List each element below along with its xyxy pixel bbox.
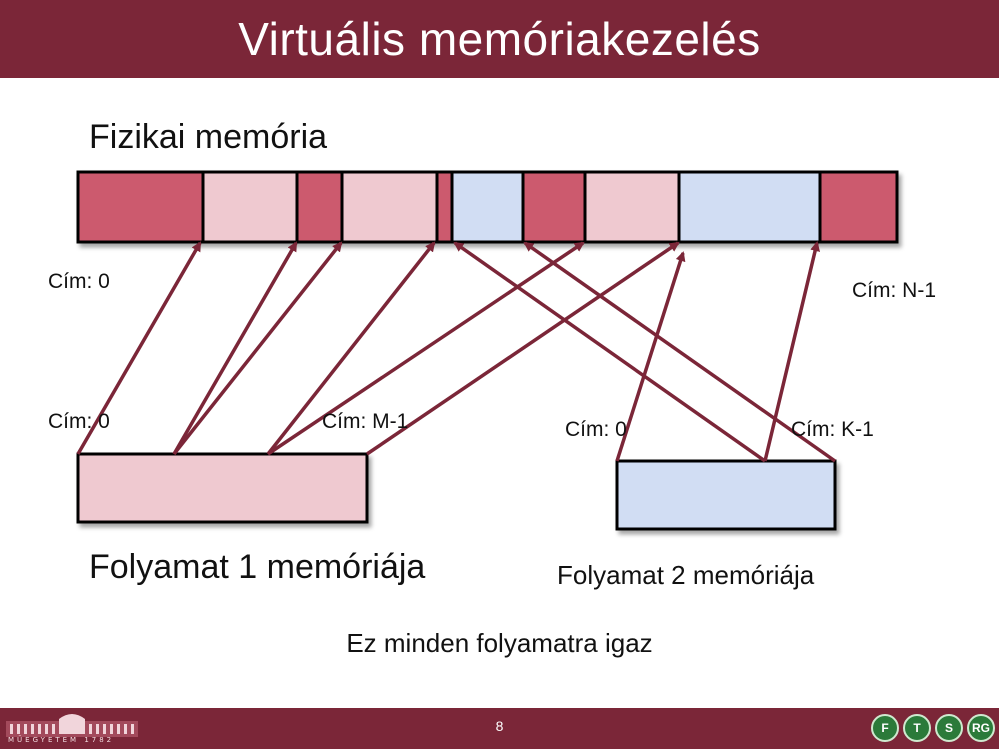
p1-end-address: Cím: M-1 bbox=[322, 410, 409, 433]
dept-logo-rg-icon: RG bbox=[967, 714, 995, 742]
mapping-arrow bbox=[523, 241, 837, 463]
mapping-arrows bbox=[76, 241, 837, 463]
dept-logo-t-icon: T bbox=[903, 714, 931, 742]
physical-block-free bbox=[435, 170, 454, 244]
p2-start-address: Cím: 0 bbox=[565, 418, 627, 441]
physical-block-free bbox=[521, 170, 587, 244]
page-number: 8 bbox=[495, 718, 504, 734]
physical-block-process2 bbox=[450, 170, 525, 244]
footer: MŰEGYETEM 1782 8 F T S RG bbox=[0, 708, 999, 749]
department-logos: F T S RG bbox=[871, 714, 995, 742]
dept-logo-f-icon: F bbox=[871, 714, 899, 742]
physical-block-free bbox=[295, 170, 344, 244]
slide-title: Virtuális memóriakezelés bbox=[238, 13, 761, 65]
mapping-arrow bbox=[76, 241, 202, 455]
mapping-arrow bbox=[763, 241, 821, 462]
phys-start-address: Cím: 0 bbox=[48, 270, 110, 293]
physical-block-process2 bbox=[677, 170, 822, 244]
physical-memory-label: Fizikai memória bbox=[89, 118, 328, 156]
mapping-arrow bbox=[267, 241, 585, 456]
mapping-arrow bbox=[266, 241, 436, 456]
physical-memory-bar bbox=[76, 170, 899, 244]
physical-block-process1 bbox=[583, 170, 681, 244]
mapping-arrow bbox=[366, 241, 680, 456]
mapping-arrow bbox=[172, 241, 298, 455]
p1-start-address: Cím: 0 bbox=[48, 410, 110, 433]
process1-label: Folyamat 1 memóriája bbox=[89, 548, 426, 586]
mapping-arrow bbox=[172, 241, 343, 456]
title-bar: Virtuális memóriakezelés bbox=[0, 0, 999, 78]
physical-block-free bbox=[76, 170, 205, 244]
university-text: MŰEGYETEM 1782 bbox=[8, 736, 115, 744]
university-building-icon bbox=[6, 714, 138, 737]
process1-memory-block bbox=[76, 452, 369, 524]
process2-label: Folyamat 2 memóriája bbox=[557, 560, 815, 590]
mapping-arrow bbox=[615, 251, 686, 462]
caption: Ez minden folyamatra igaz bbox=[346, 628, 653, 658]
p2-end-address: Cím: K-1 bbox=[791, 418, 874, 441]
mapping-arrow bbox=[453, 241, 767, 463]
physical-block-free bbox=[818, 170, 899, 244]
physical-block-process1 bbox=[340, 170, 439, 244]
phys-end-address: Cím: N-1 bbox=[852, 279, 936, 302]
dept-logo-s-icon: S bbox=[935, 714, 963, 742]
process2-memory-block bbox=[615, 459, 837, 531]
physical-block-process1 bbox=[201, 170, 299, 244]
